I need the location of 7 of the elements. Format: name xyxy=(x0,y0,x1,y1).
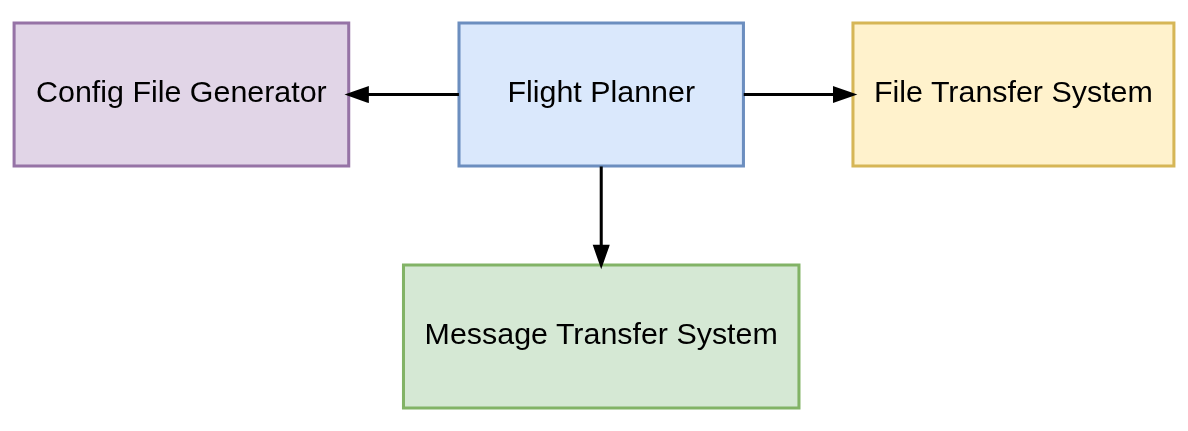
node-box: Message Transfer System xyxy=(401,263,801,410)
arrow xyxy=(344,86,459,104)
arrow xyxy=(743,86,858,104)
node-box: Flight Planner xyxy=(457,21,745,168)
arrow xyxy=(592,166,610,270)
node-box: File Transfer System xyxy=(851,21,1176,168)
node-box: Config File Generator xyxy=(12,21,351,168)
